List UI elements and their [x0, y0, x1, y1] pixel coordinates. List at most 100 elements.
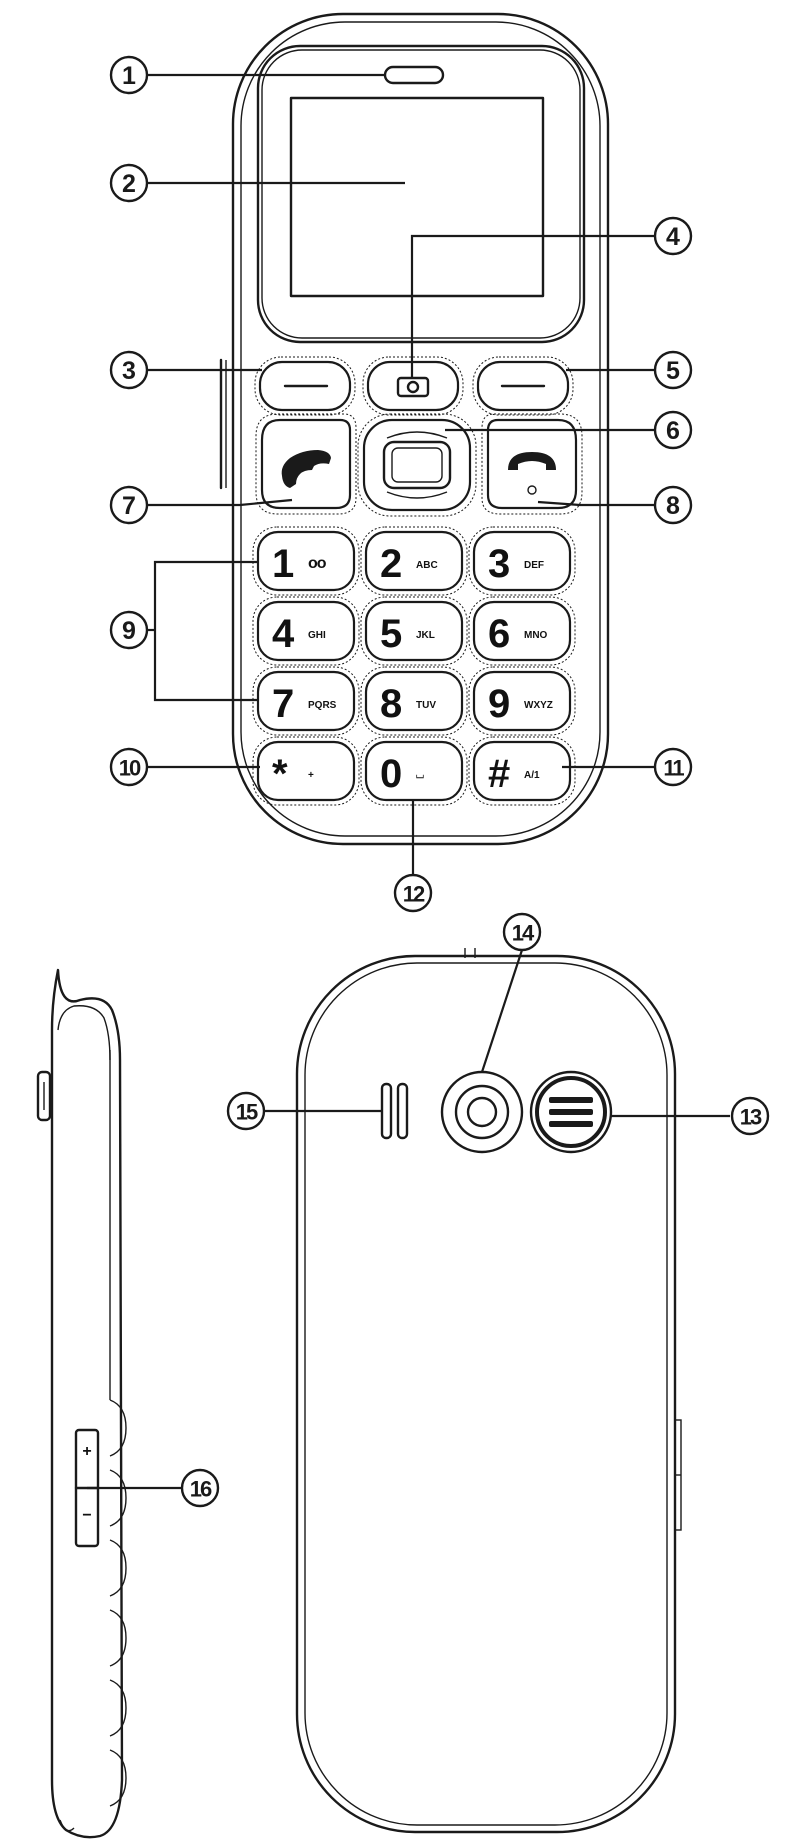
callout-1: 1 — [109, 55, 149, 95]
key-letters: DEF — [524, 560, 544, 571]
key-digit: 3 — [488, 542, 510, 586]
callout-5: 5 — [653, 350, 693, 390]
key-digit: 6 — [488, 612, 510, 656]
key-digit: 4 — [272, 612, 295, 656]
callout-9: 9 — [109, 610, 149, 650]
callout-label: 15 — [236, 1100, 258, 1125]
key-digit: 9 — [488, 682, 510, 726]
callout-label: 13 — [740, 1105, 762, 1130]
key-3[interactable]: 3 DEF — [468, 526, 576, 596]
key-6[interactable]: 6 MNO — [468, 596, 576, 666]
key-letters: PQRS — [308, 700, 337, 711]
callout-label: 7 — [122, 492, 136, 520]
side-key-bump — [109, 1679, 127, 1737]
key-digit: 8 — [380, 682, 402, 726]
side-key-bump — [109, 1469, 127, 1527]
callout-12: 12 — [393, 873, 433, 913]
callout-11: 11 — [653, 747, 693, 787]
callout-label: 2 — [122, 170, 136, 198]
key-7[interactable]: 7 PQRS — [252, 666, 360, 736]
key-letters: + — [308, 770, 314, 781]
callout-label: 14 — [512, 921, 535, 946]
side-key-bump — [109, 1539, 127, 1597]
callout-label: 8 — [666, 492, 680, 520]
leader-lines — [87, 73, 730, 1490]
key-digit: 7 — [272, 682, 294, 726]
callout-14: 14 — [502, 912, 542, 952]
callout-13: 13 — [730, 1096, 770, 1136]
key-5[interactable]: 5 JKL — [360, 596, 468, 666]
key-9[interactable]: 9 WXYZ — [468, 666, 576, 736]
key-letters: JKL — [416, 630, 435, 641]
key-1[interactable]: 1 oo — [252, 526, 360, 596]
callout-3: 3 — [109, 350, 149, 390]
key-letters: TUV — [416, 700, 436, 711]
back-body-outer — [295, 954, 677, 1834]
callout-6: 6 — [653, 410, 693, 450]
key-8[interactable]: 8 TUV — [360, 666, 468, 736]
navigation-key[interactable] — [362, 418, 472, 512]
key-0[interactable]: 0⌴ — [360, 736, 468, 806]
handset-end-icon — [508, 452, 556, 470]
handset-call-icon — [281, 450, 331, 488]
key-digit: * — [272, 752, 288, 796]
key-letters: oo — [308, 555, 327, 572]
sos-button[interactable] — [529, 1070, 613, 1154]
phone-back-view — [295, 948, 682, 1834]
callout-7: 7 — [109, 485, 149, 525]
key-digit: 5 — [380, 612, 402, 656]
callout-label: 11 — [663, 756, 684, 781]
callout-label: 4 — [666, 223, 680, 251]
earpiece-slot-icon — [383, 65, 445, 85]
callout-label: 12 — [403, 882, 425, 907]
callout-label: 6 — [666, 417, 680, 445]
side-body-outline — [50, 968, 124, 1839]
phone-side-view: + − — [36, 968, 127, 1839]
volume-down-label: − — [82, 1507, 91, 1524]
callout-label: 16 — [190, 1477, 212, 1502]
side-key-bump — [109, 1399, 127, 1457]
side-key-bumps — [109, 1399, 127, 1807]
side-key-slot — [36, 1070, 52, 1122]
key-letters: WXYZ — [524, 700, 553, 711]
callout-label: 9 — [122, 617, 136, 645]
callout-2: 2 — [109, 163, 149, 203]
callout-label: 3 — [122, 357, 136, 385]
callout-10: 10 — [109, 747, 149, 787]
key-4[interactable]: 4 GHI — [252, 596, 360, 666]
key-letters: A/1 — [524, 770, 540, 781]
screen-bezel — [256, 44, 586, 344]
callout-label: 5 — [666, 357, 680, 385]
key-letters: GHI — [308, 630, 326, 641]
callout-label: 10 — [119, 756, 141, 781]
key-letters: ABC — [416, 560, 438, 571]
key-digit: # — [488, 752, 510, 796]
key-hash[interactable]: # A/1 — [468, 736, 576, 806]
back-body-inner — [304, 962, 668, 1826]
key-2[interactable]: 2 ABC — [360, 526, 468, 596]
volume-up-label: + — [82, 1443, 91, 1460]
key-digit: 2 — [380, 542, 402, 586]
callout-15: 15 — [226, 1091, 266, 1131]
speaker-grille-icon — [380, 1082, 409, 1140]
key-star[interactable]: *+ — [252, 736, 360, 806]
menu-lines-icon — [549, 1097, 593, 1127]
key-digit: 0 — [380, 752, 402, 796]
callout-4: 4 — [653, 216, 693, 256]
camera-lens-icon — [440, 1070, 524, 1154]
callout-label: 1 — [122, 62, 136, 90]
callout-8: 8 — [653, 485, 693, 525]
side-key-bump — [109, 1749, 127, 1807]
side-key-bump — [109, 1609, 127, 1667]
callout-16: 16 — [180, 1468, 220, 1508]
key-digit: 1 — [272, 542, 294, 586]
key-letters: ⌴ — [416, 770, 424, 781]
end-key[interactable] — [486, 418, 578, 510]
key-letters: MNO — [524, 630, 548, 641]
navigation-center — [382, 440, 452, 490]
display-screen — [289, 96, 545, 298]
